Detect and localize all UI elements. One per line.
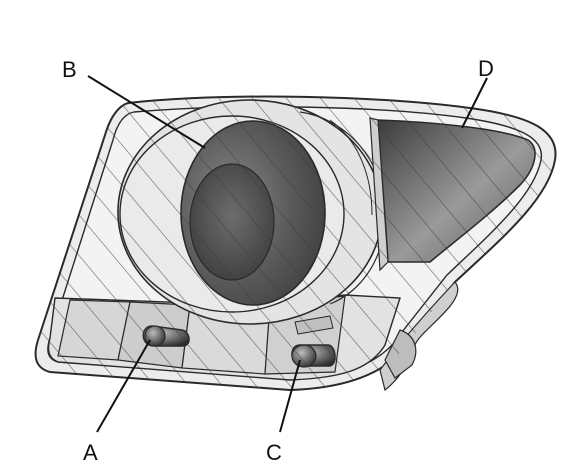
leader-a [96,339,151,433]
leader-c [279,359,301,433]
callout-labels: A B C D [62,56,494,465]
callout-label-d: D [478,56,494,81]
leader-b [87,75,206,149]
callout-leaders [87,75,488,433]
callout-label-b: B [62,57,77,82]
callout-label-c: C [266,440,282,465]
callout-label-a: A [83,440,98,465]
leader-d [461,77,488,129]
